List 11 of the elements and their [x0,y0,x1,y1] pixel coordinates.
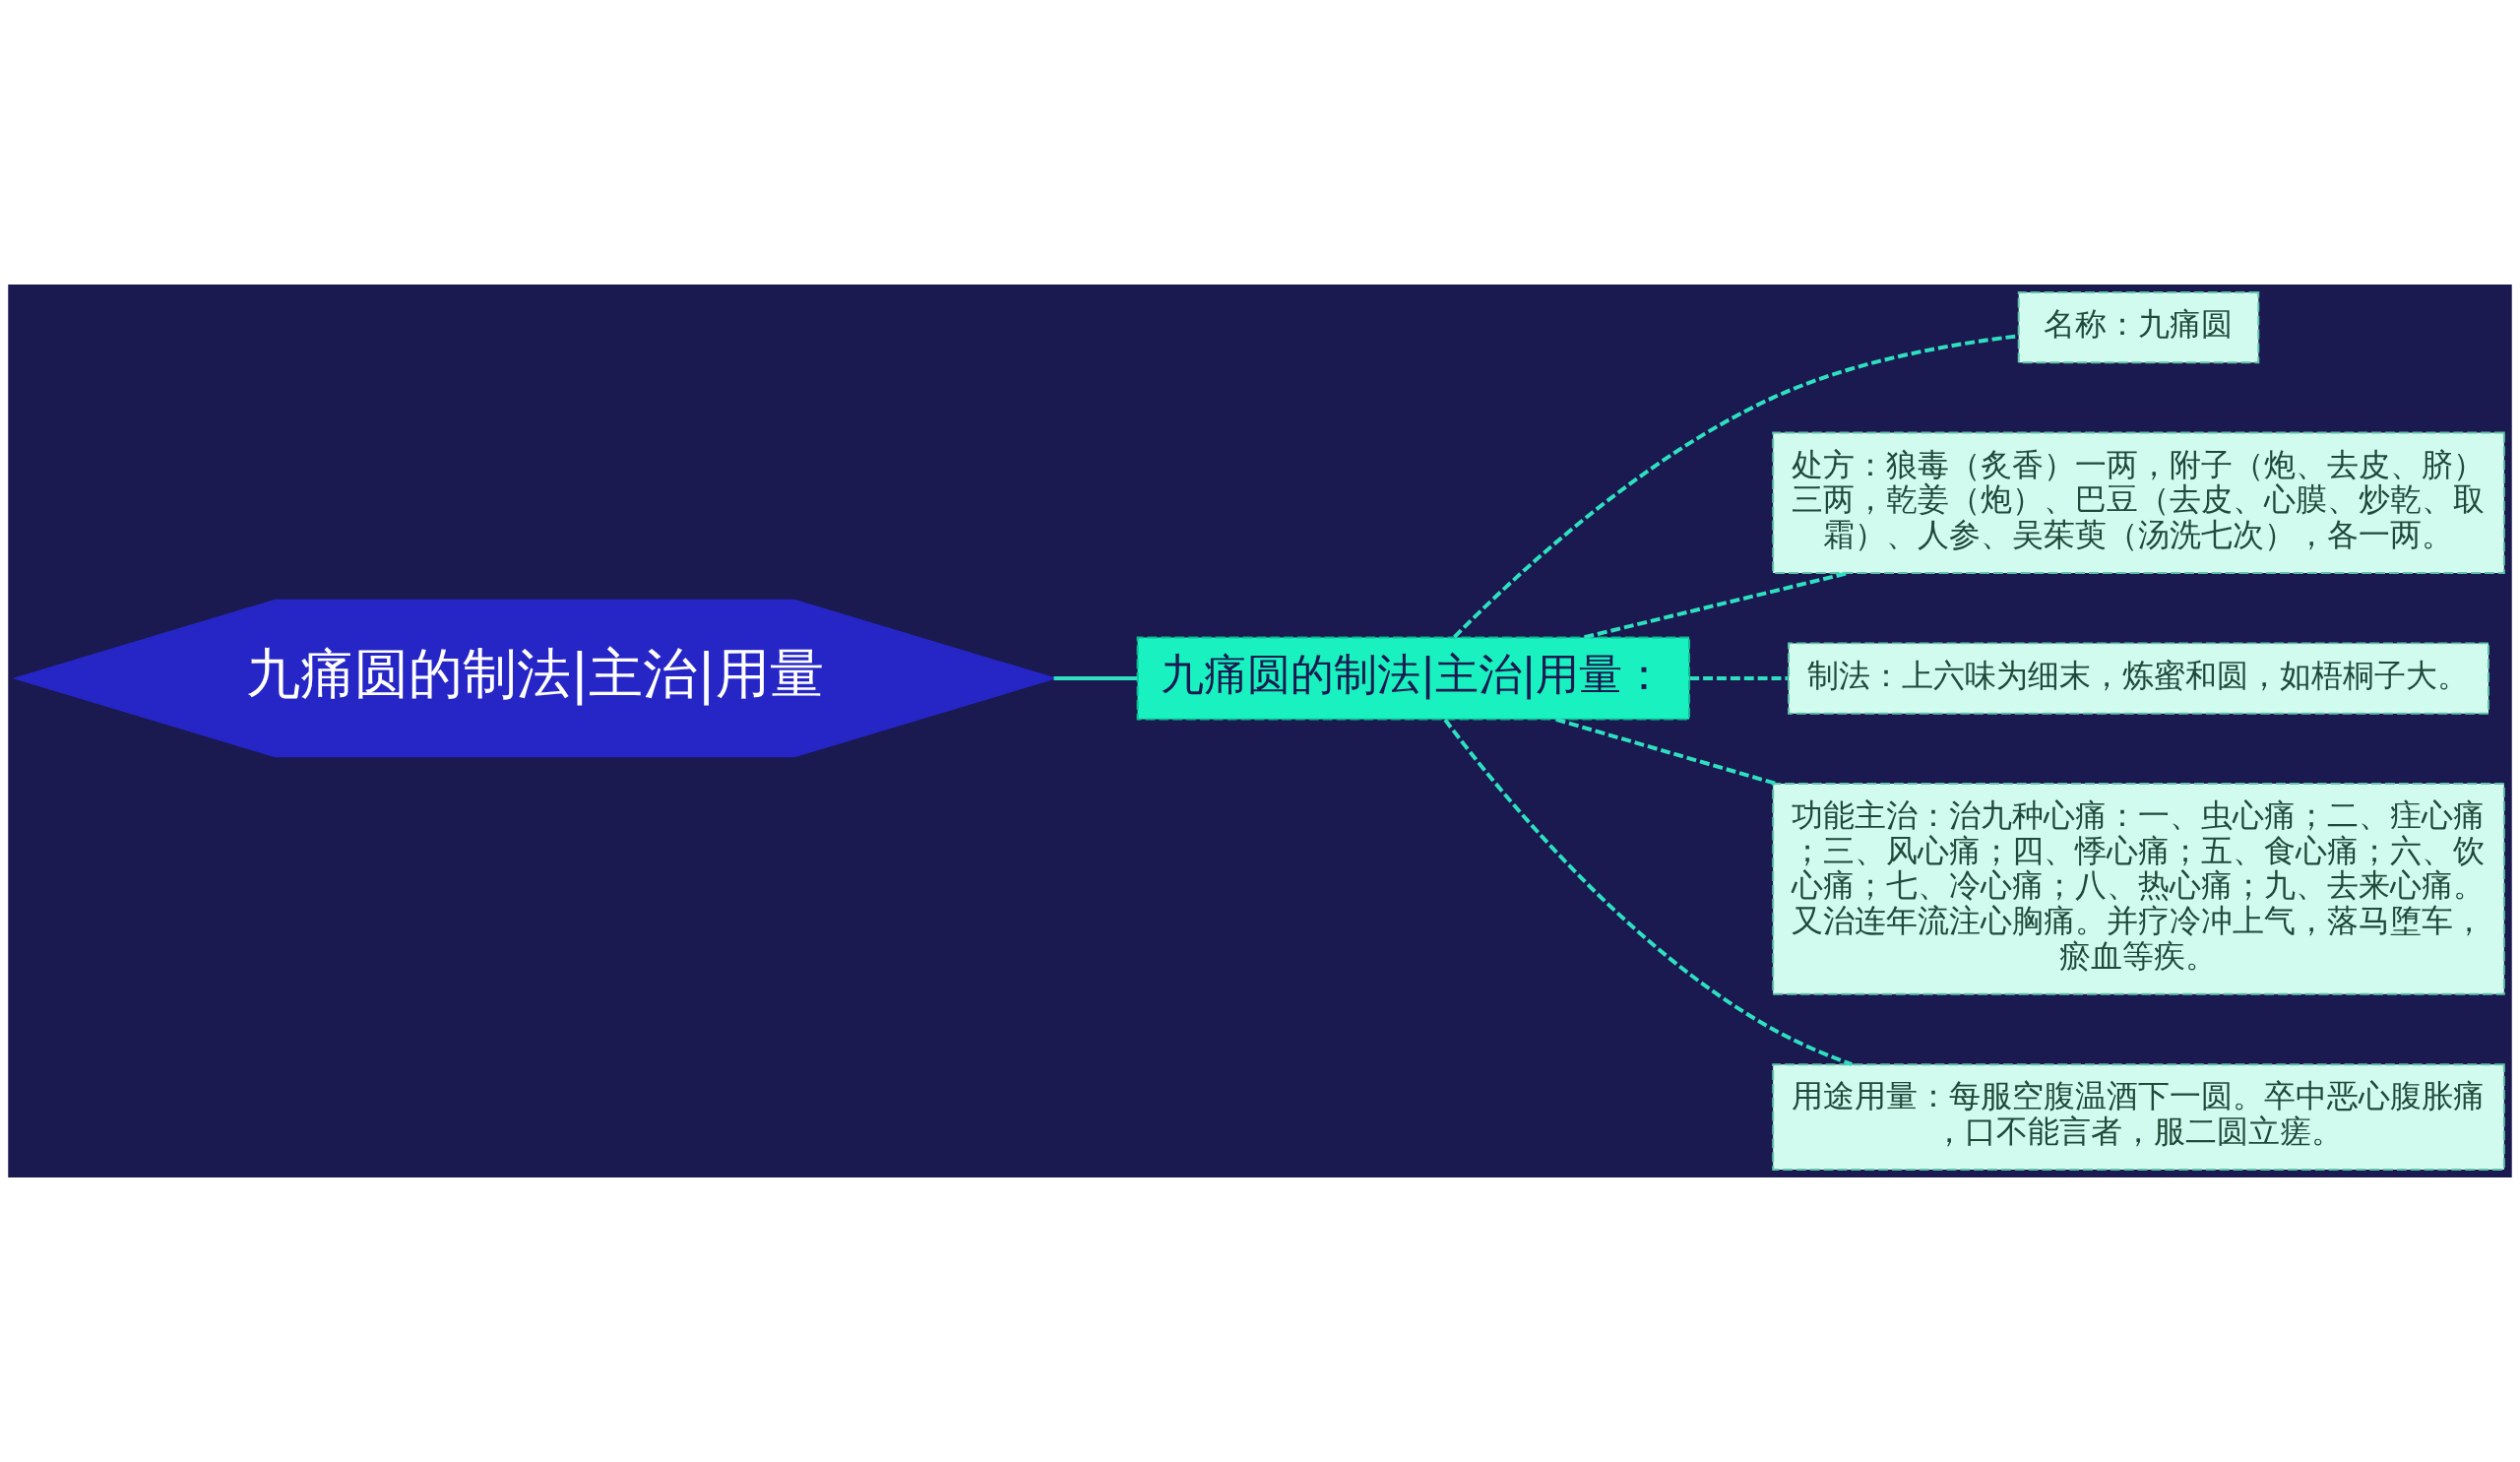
node-box: 功能主治：治九种心痛：一、虫心痛；二、疰心痛；三、风心痛；四、悸心痛；五、食心痛；六、饮心痛；七、冷心痛；八、热心痛；九、去来心痛。又治连年流注心胸痛。并疗冷冲上气，落马堕车，瘀血等疾。 [1772,783,2505,995]
node-box: 九痛圆的制法|主治|用量： [1136,636,1690,721]
connector [1443,718,1854,1066]
connector [1053,676,1138,680]
connector [1584,571,1849,640]
connector [1689,676,1789,680]
node-box: 用途用量：每服空腹温酒下一圆。卒中恶心腹胀痛，口不能言者，服二圆立瘥。 [1772,1063,2505,1172]
node-box: 名称：九痛圆 [2017,290,2260,364]
connector [1555,717,1777,786]
node-box: 处方：狼毒（炙香）一两，附子（炮、去皮、脐）三两，乾姜（炮）、巴豆（去皮、心膜、炒乾、取霜）、人参、吴茱萸（汤洗七次），各一两。 [1772,431,2505,575]
node-box: 制法：上六味为细末，炼蜜和圆，如梧桐子大。 [1788,642,2489,715]
